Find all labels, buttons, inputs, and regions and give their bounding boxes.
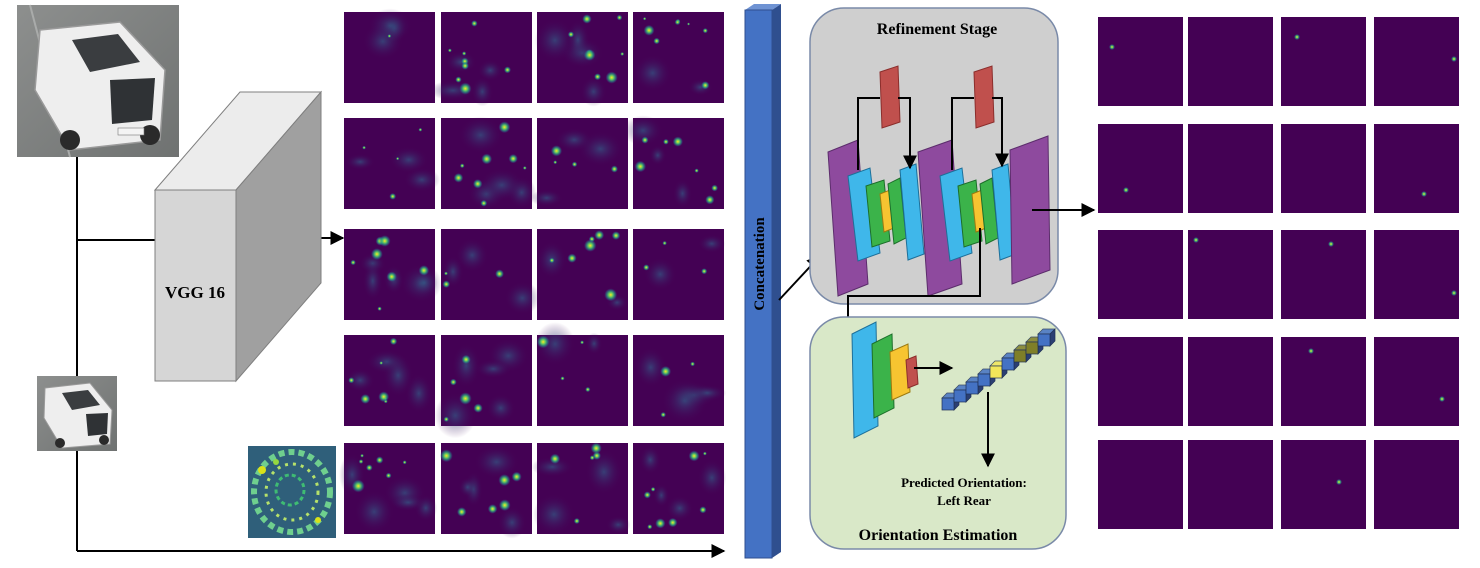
refined-heatmap-cell	[1374, 124, 1459, 213]
refined-heatmap-cell	[1281, 230, 1366, 319]
refined-heatmap-cell	[1098, 337, 1183, 426]
orientation-label: Orientation Estimation	[859, 527, 1018, 544]
heatmap-cell	[429, 12, 532, 107]
refined-heatmap-cell	[1098, 124, 1183, 213]
refinement-label: Refinement Stage	[877, 21, 997, 38]
heatmap-cell	[530, 118, 628, 209]
refined-heatmap-cell	[1281, 337, 1366, 426]
heatmap-cell	[441, 116, 537, 210]
intermediate-heatmaps	[339, 8, 727, 539]
refined-heatmap-cell	[1374, 337, 1459, 426]
refined-heatmap-cell	[1098, 230, 1183, 319]
refined-heatmap-cell	[1188, 230, 1273, 319]
heatmap-cell	[441, 229, 541, 320]
refined-heatmap-cell	[1374, 230, 1459, 319]
input-image-small	[37, 376, 117, 451]
heatmap-cell	[623, 115, 724, 209]
heatmap-cell	[633, 12, 724, 103]
fc-cube	[1037, 328, 1056, 347]
heatmap-cell	[536, 229, 628, 320]
refined-heatmap-cell	[1188, 124, 1273, 213]
orientation-estimation: Predicted Orientation: Left Rear Orienta…	[809, 316, 1067, 550]
predicted-orientation-line2: Left Rear	[937, 493, 991, 508]
refined-heatmap-cell	[1281, 17, 1366, 106]
refined-heatmap-cell	[1188, 337, 1273, 426]
refined-heatmaps	[1098, 17, 1459, 529]
heatmap-cell	[535, 322, 628, 426]
refined-heatmap-cell	[1188, 440, 1273, 529]
overlay-heatmap	[248, 446, 336, 538]
refined-heatmap-cell	[1188, 17, 1273, 106]
heatmap-cell	[633, 229, 726, 320]
predicted-orientation-line1: Predicted Orientation:	[901, 475, 1027, 490]
heatmap-cell	[531, 442, 631, 536]
input-image-large	[17, 4, 179, 158]
heatmap-cell	[440, 443, 532, 539]
heatmap-cell	[344, 335, 435, 426]
heatmap-cell	[344, 229, 442, 320]
refined-heatmap-cell	[1281, 440, 1366, 529]
heatmap-cell	[339, 443, 438, 534]
heatmap-cell	[534, 12, 628, 107]
refined-heatmap-cell	[1098, 440, 1183, 529]
refined-heatmap-cell	[1098, 17, 1183, 106]
refined-heatmap-cell	[1374, 440, 1459, 529]
concatenation-bar: Concatenation	[744, 4, 781, 559]
heatmap-cell	[633, 443, 727, 534]
refined-heatmap-cell	[1281, 124, 1366, 213]
refined-heatmap-cell	[1374, 17, 1459, 106]
heatmap-cell	[344, 118, 440, 209]
fully-connected-layers	[941, 328, 1056, 411]
heatmap-cell	[344, 8, 435, 103]
refinement-stage: Refinement Stage	[809, 7, 1059, 305]
heatmap-cell	[633, 335, 727, 426]
concatenation-label: Concatenation	[752, 217, 768, 311]
vgg16-backbone: VGG 16	[153, 90, 323, 383]
vgg16-label: VGG 16	[165, 283, 225, 302]
heatmap-cell	[434, 335, 532, 439]
